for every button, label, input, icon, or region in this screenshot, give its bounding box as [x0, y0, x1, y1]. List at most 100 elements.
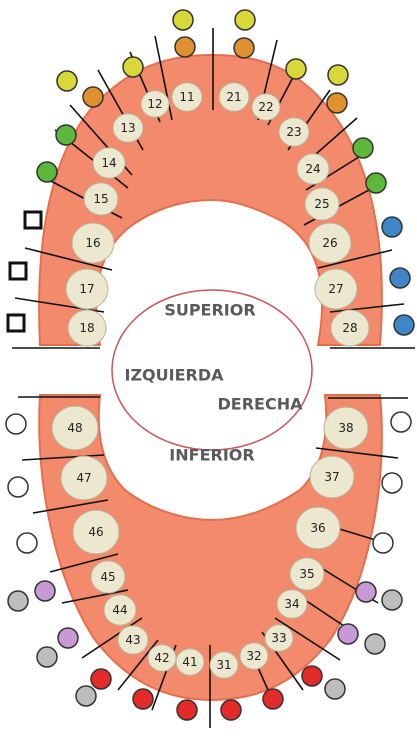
status-circle-gray-45: [8, 591, 28, 611]
status-circle-blue-26: [382, 217, 402, 237]
tooth-number: 42: [154, 651, 169, 665]
tooth-number: 36: [310, 521, 325, 535]
status-circle-gray-43: [76, 686, 96, 706]
tooth-33[interactable]: 33: [265, 625, 293, 652]
tooth-35[interactable]: 35: [290, 558, 324, 590]
status-circle-green-25: [366, 173, 386, 193]
status-circle-orange-22: [327, 93, 347, 113]
tooth-26[interactable]: 26: [309, 223, 351, 263]
label-superior: SUPERIOR: [164, 301, 255, 320]
tooth-47[interactable]: 47: [61, 456, 107, 500]
tooth-23[interactable]: 23: [279, 118, 309, 147]
tooth-number: 37: [324, 470, 339, 484]
tooth-number: 43: [125, 633, 140, 647]
tooth-number: 21: [226, 90, 241, 104]
status-circle-white-38: [391, 412, 411, 432]
status-circle-green-14: [56, 125, 76, 145]
status-circle-white-48: [6, 414, 26, 434]
tooth-44[interactable]: 44: [104, 595, 136, 625]
tooth-number: 23: [286, 125, 301, 139]
tooth-45[interactable]: 45: [91, 561, 125, 593]
status-circle-orange-21: [234, 38, 254, 58]
tooth-number: 45: [100, 570, 115, 584]
label-inferior: INFERIOR: [169, 446, 254, 465]
status-circle-purple-44: [58, 628, 78, 648]
tooth-46[interactable]: 46: [73, 510, 119, 554]
tooth-31[interactable]: 31: [210, 652, 238, 679]
status-circle-white-46: [17, 533, 37, 553]
tooth-number: 18: [79, 321, 94, 335]
status-circle-red-42: [133, 689, 153, 709]
tooth-17[interactable]: 17: [66, 269, 108, 309]
tooth-number: 28: [342, 321, 357, 335]
tooth-number: 44: [112, 603, 127, 617]
tooth-27[interactable]: 27: [315, 269, 357, 309]
tooth-number: 46: [88, 525, 103, 539]
tooth-number: 12: [147, 97, 162, 111]
tooth-42[interactable]: 42: [148, 645, 176, 672]
status-circle-purple-35: [356, 582, 376, 602]
tooth-number: 25: [314, 197, 329, 211]
label-derecha: DERECHA: [218, 395, 304, 414]
tooth-32[interactable]: 32: [240, 643, 268, 670]
tooth-13[interactable]: 13: [113, 114, 143, 143]
tooth-number: 48: [67, 421, 82, 435]
status-circle-gray-33: [325, 679, 345, 699]
status-circle-purple-34: [338, 624, 358, 644]
tooth-41[interactable]: 41: [176, 649, 204, 676]
tooth-number: 17: [79, 282, 94, 296]
status-circle-orange-11: [175, 37, 195, 57]
status-circle-yellow-11: [173, 10, 193, 30]
tooth-number: 47: [76, 471, 91, 485]
tooth-22[interactable]: 22: [252, 94, 280, 121]
tooth-number: 16: [85, 236, 100, 250]
tooth-48[interactable]: 48: [52, 406, 98, 450]
tooth-number: 22: [258, 100, 273, 114]
status-circle-green-15: [37, 162, 57, 182]
status-circle-red-33: [302, 666, 322, 686]
tooth-number: 38: [338, 421, 353, 435]
tooth-16[interactable]: 16: [72, 223, 114, 263]
tooth-number: 27: [328, 282, 343, 296]
status-circle-red-31: [221, 700, 241, 720]
tooth-number: 31: [216, 658, 231, 672]
tooth-11[interactable]: 11: [172, 83, 202, 112]
status-circle-blue-28: [394, 315, 414, 335]
tooth-number: 14: [101, 156, 116, 170]
status-circle-blue-27: [390, 268, 410, 288]
status-square-17: [10, 263, 26, 279]
status-circle-white-47: [8, 477, 28, 497]
status-circle-gray-35: [382, 590, 402, 610]
tooth-28[interactable]: 28: [331, 310, 369, 346]
tooth-12[interactable]: 12: [141, 91, 169, 118]
tooth-25[interactable]: 25: [305, 188, 339, 220]
tooth-37[interactable]: 37: [310, 456, 354, 498]
tooth-number: 34: [284, 597, 299, 611]
status-circle-yellow-21: [235, 10, 255, 30]
status-square-18: [8, 315, 24, 331]
tooth-number: 33: [271, 631, 286, 645]
tooth-36[interactable]: 36: [296, 507, 340, 549]
status-circle-yellow-13: [57, 71, 77, 91]
status-circle-orange-12: [83, 87, 103, 107]
tooth-24[interactable]: 24: [297, 154, 329, 184]
tooth-number: 32: [246, 649, 261, 663]
tooth-15[interactable]: 15: [84, 183, 118, 215]
tooth-21[interactable]: 21: [219, 83, 249, 112]
tooth-38[interactable]: 38: [324, 407, 368, 449]
tooth-18[interactable]: 18: [68, 310, 106, 346]
tooth-14[interactable]: 14: [93, 148, 125, 178]
tooth-43[interactable]: 43: [118, 626, 148, 655]
tooth-number: 41: [182, 655, 197, 669]
tooth-number: 24: [305, 162, 320, 176]
tooth-number: 26: [322, 236, 337, 250]
tooth-number: 15: [93, 192, 108, 206]
status-circle-red-32: [263, 689, 283, 709]
status-circle-red-41: [177, 700, 197, 720]
status-circle-red-43: [91, 669, 111, 689]
tooth-34[interactable]: 34: [277, 590, 307, 619]
status-circle-yellow-23: [328, 65, 348, 85]
status-circle-yellow-12: [123, 57, 143, 77]
tooth-number: 11: [179, 90, 194, 104]
